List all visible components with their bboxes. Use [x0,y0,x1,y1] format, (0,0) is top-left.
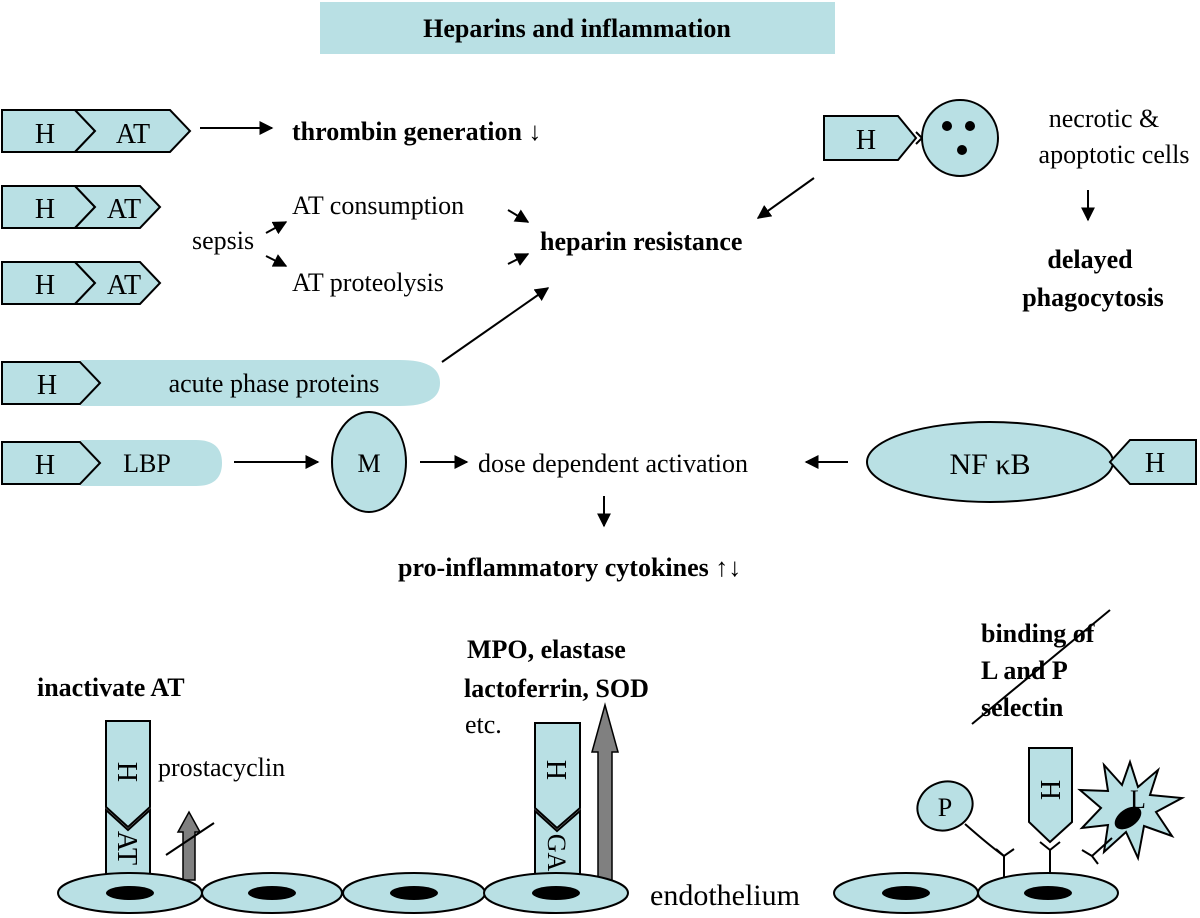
heparin-cell-complex: H [823,99,999,177]
p-selectin: P [916,780,1015,880]
at-label-vertical: AT [111,831,142,865]
at-consumption-label: AT consumption [292,191,464,220]
m-label: M [357,449,380,478]
nfkb-complex: NF κB H [866,421,1197,503]
at-label: AT [107,270,141,301]
lactoferrin-sod-label: lactoferrin, SOD [464,674,649,703]
heparin-at-complex-2: H AT [1,185,162,229]
heparin-at-complex-3: H AT [1,261,162,305]
endothelial-nucleus [532,886,580,900]
endothelial-nucleus [882,886,930,900]
p-label: P [938,793,952,822]
endothelium-layer [57,872,1119,914]
h-label: H [1145,448,1165,479]
title-banner: Heparins and inflammation [320,2,835,54]
endothelial-nucleus [106,886,154,900]
acute-phase-proteins-label: acute phase proteins [169,369,380,398]
necrotic-cells-label-1: necrotic & [1049,104,1159,133]
necrotic-cell [921,99,999,177]
h-label-vertical: H [540,760,571,780]
arrow-necrotic-resistance [756,177,815,219]
l-selectin-leukocyte: L [1077,758,1186,865]
h-label: H [856,125,876,156]
endothelial-nucleus [248,886,296,900]
h-label: H [35,119,55,150]
etc-label: etc. [465,710,502,739]
nucleus-dot [942,121,952,131]
h-label-vertical: H [1034,780,1065,800]
mpo-release-up-arrow [591,702,619,881]
necrotic-cells-label-2: apoptotic cells [1039,140,1190,169]
heparin-at-vertical: H AT [105,720,151,881]
diagram-title: Heparins and inflammation [423,14,731,43]
h-label: H [37,370,57,401]
h-label-vertical: H [111,762,142,782]
h-label: H [35,270,55,301]
prostacyclin-label: prostacyclin [158,753,285,782]
nucleus-dot [957,145,967,155]
h-label: H [35,450,55,481]
arrow-proteolysis-resistance [507,253,530,266]
nfkb-label: NF κB [950,448,1031,481]
endothelial-nucleus [390,886,438,900]
arrow-consumption-resistance [507,209,530,223]
heparin-vertical-right: H [1028,747,1073,880]
l-label: L [1130,785,1146,814]
dose-dependent-activation-label: dose dependent activation [478,449,748,478]
at-proteolysis-label: AT proteolysis [292,268,444,297]
strike-binding [971,609,1111,725]
heparin-acute-phase-complex: H acute phase proteins [1,360,440,406]
endothelial-nucleus [1024,886,1072,900]
inactivate-at-label: inactivate AT [37,673,185,702]
sepsis-label: sepsis [192,226,254,255]
nucleus-dot [965,121,975,131]
mpo-elastase-label: MPO, elastase [467,635,626,664]
heparin-lbp-complex: H LBP [1,440,222,486]
prostacyclin-up-arrow [176,810,202,881]
h-label: H [35,194,55,225]
arrow-sepsis-proteolysis [265,254,288,267]
thrombin-generation-label: thrombin generation ↓ [292,117,541,146]
strike-prostacyclin [165,822,215,856]
arrow-sepsis-consumption [265,221,288,235]
arrow-acute-resistance [441,287,550,363]
pro-inflammatory-cytokines-label: pro-inflammatory cytokines ↑↓ [398,553,741,582]
delayed-phagocytosis-label-1: delayed [1047,245,1133,274]
at-label: AT [107,194,141,225]
binding-label-3: selectin [981,693,1064,722]
heparin-resistance-label: heparin resistance [540,227,742,256]
macrophage: M [331,411,407,513]
at-label: AT [116,119,150,150]
endothelium-label: endothelium [650,879,800,912]
binding-label-1: binding of [981,619,1095,648]
heparin-at-complex-1: H AT [1,109,192,153]
delayed-phagocytosis-label-2: phagocytosis [1022,283,1164,312]
leukocyte-nucleus [1114,806,1142,830]
lbp-label: LBP [123,449,171,478]
